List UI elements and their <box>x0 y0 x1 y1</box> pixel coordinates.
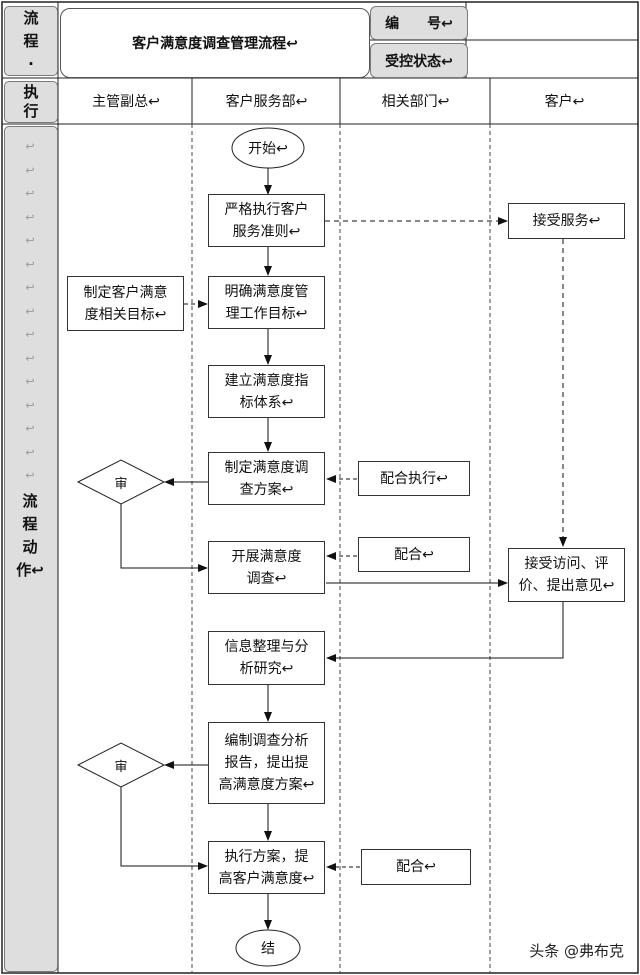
node-coop-2: 配合↩ <box>361 849 471 885</box>
end-node: 结 <box>261 941 275 957</box>
end-node-shape <box>235 929 301 967</box>
review2-label: 审 <box>114 759 128 775</box>
node-coop-1: 配合↩ <box>358 537 470 572</box>
control-status-label: 受控状态↩ <box>370 43 468 78</box>
node-accept-service: 接受服务↩ <box>508 203 625 239</box>
node-customer-feedback: 接受访问、评 价、提出意见↩ <box>508 548 625 602</box>
review1-label: 审 <box>114 476 128 492</box>
flow-side-label-top: 流 程 · <box>4 6 58 76</box>
start-node: 开始↩ <box>248 141 288 157</box>
watermark: 头条 @弗布克 <box>529 942 624 960</box>
node-set-goal: 制定客户满意 度相关目标↩ <box>67 276 184 331</box>
column-header-customer: 客户↩ <box>544 94 585 110</box>
column-header-vp: 主管副总↩ <box>92 94 160 110</box>
node-clarify-goal: 明确满意度管 理工作目标↩ <box>208 276 325 329</box>
chart-title: 客户满意度调查管理流程↩ <box>60 8 370 78</box>
node-conduct-survey: 开展满意度 调查↩ <box>208 541 325 594</box>
side-return-marks: ↩ ↩ ↩ ↩ ↩ ↩ ↩ ↩ ↩ ↩ ↩ ↩ ↩ ↩ ↩ <box>25 140 35 482</box>
node-survey-plan: 制定满意度调 查方案↩ <box>208 452 325 505</box>
number-label: 编 号↩ <box>370 6 468 40</box>
column-header-related-dept: 相关部门↩ <box>381 94 450 110</box>
arrow-review1-to-survey <box>120 504 208 572</box>
node-build-index: 建立满意度指 标体系↩ <box>208 365 325 418</box>
arrow-feedback-to-analyze <box>326 602 564 662</box>
node-coop-execute: 配合执行↩ <box>358 461 470 496</box>
column-header-service-dept: 客户服务部↩ <box>225 94 308 110</box>
arrow-review2-to-execute <box>120 787 208 870</box>
node-analyze: 信息整理与分 析研究↩ <box>208 631 325 685</box>
side-label-flow-action: 流 程 动 作↩ <box>16 492 44 579</box>
node-strict-standards: 严格执行客户 服务准则↩ <box>208 194 325 247</box>
exec-label: 执 行 <box>4 81 58 123</box>
side-column <box>4 126 58 972</box>
node-report: 编制调查分析 报告，提出提 高满意度方案↩ <box>208 722 325 804</box>
node-execute-plan: 执行方案，提 高客户满意度↩ <box>208 841 325 894</box>
